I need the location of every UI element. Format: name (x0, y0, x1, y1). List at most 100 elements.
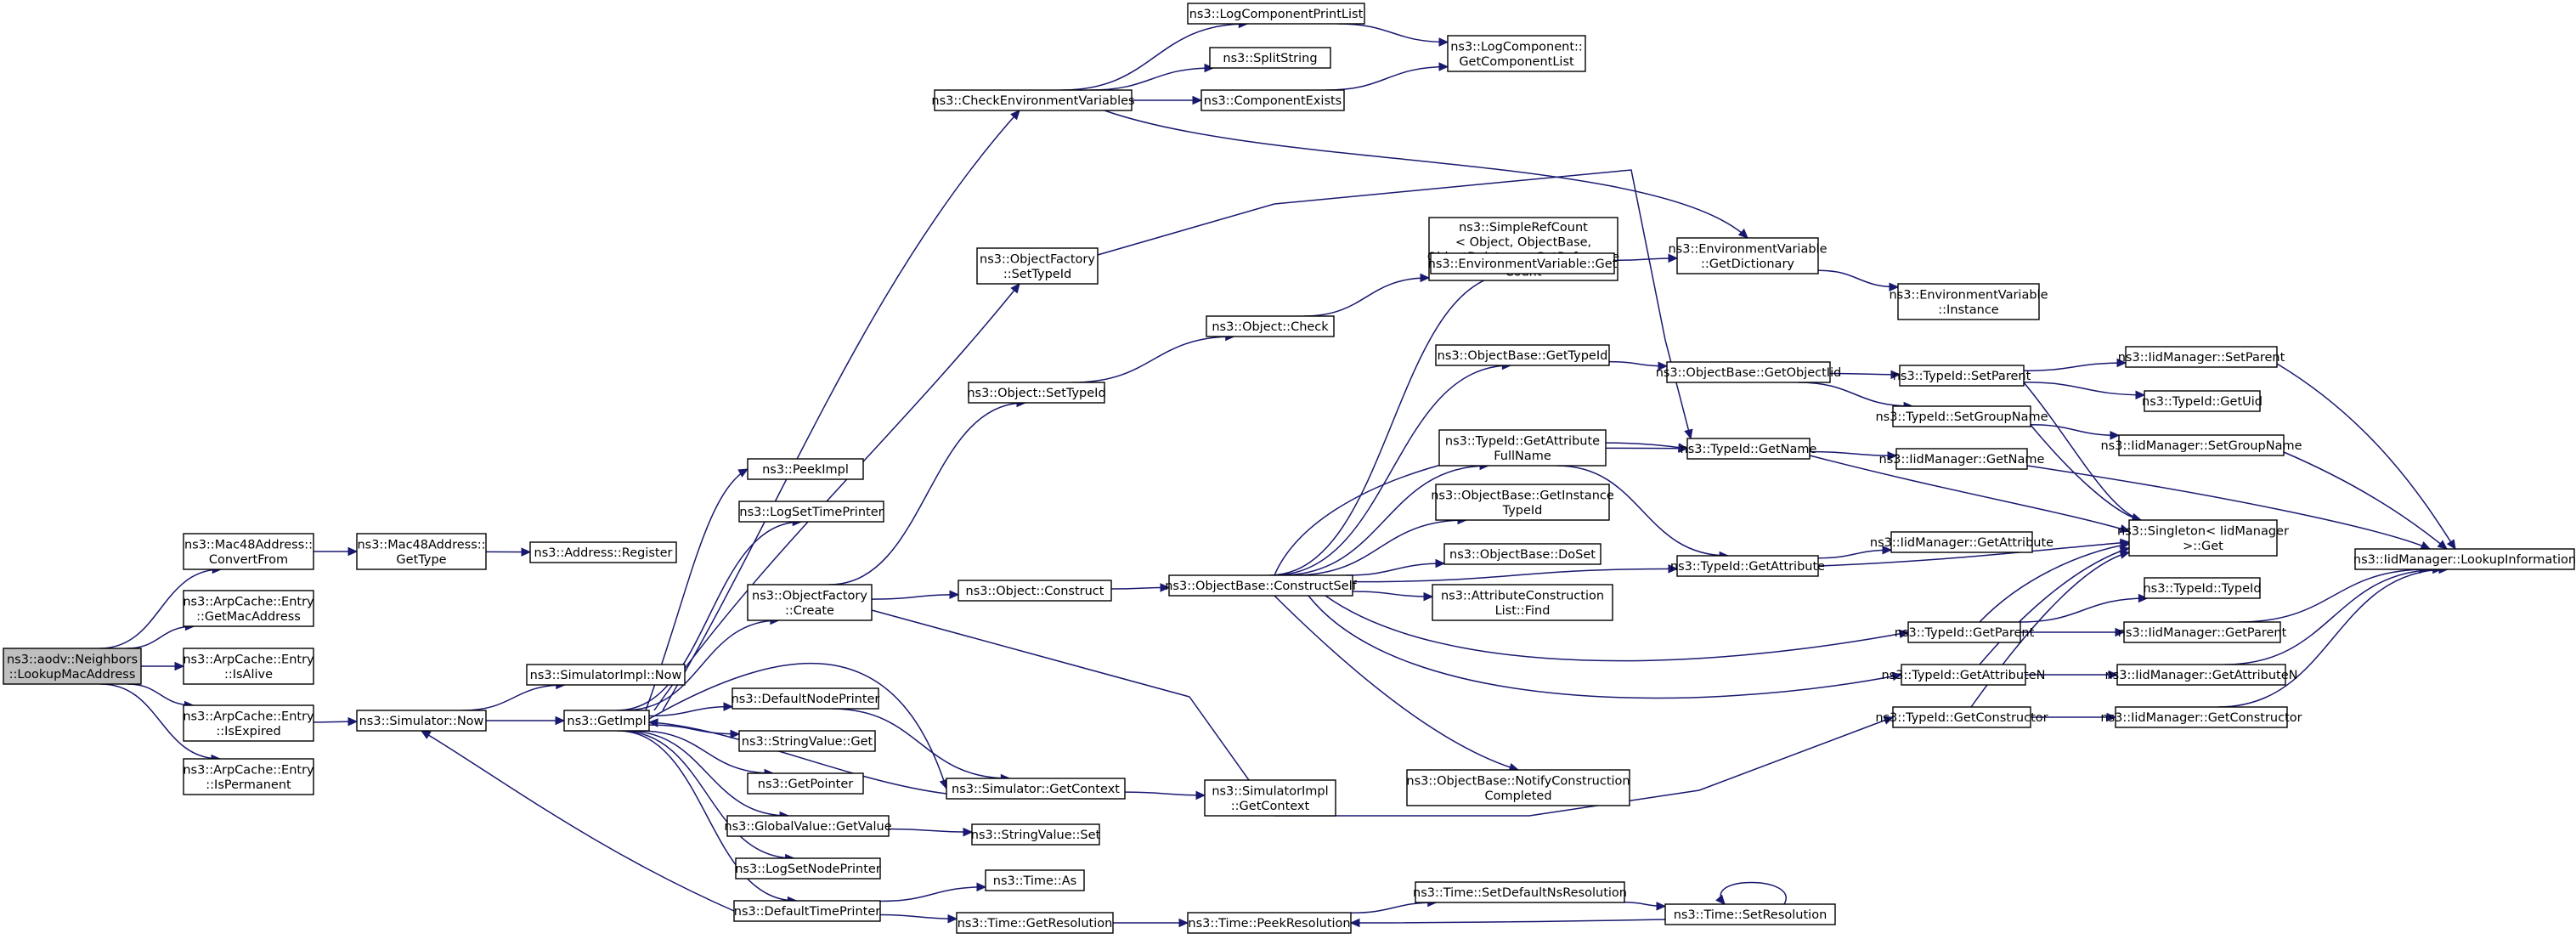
node-box[interactable] (1432, 584, 1613, 621)
node-box[interactable] (1435, 484, 1610, 521)
node-box[interactable] (2116, 664, 2286, 686)
node-logsettimeprinter[interactable]: ns3::LogSetTimePrinter (738, 501, 884, 523)
node-typeid_getname[interactable]: ns3::TypeId::GetName (1681, 438, 1817, 460)
node-box[interactable] (971, 823, 1100, 846)
node-box[interactable] (526, 664, 686, 686)
node-iidmgr_setgroupname[interactable]: ns3::IidManager::SetGroupName (2100, 434, 2302, 456)
node-box[interactable] (1892, 405, 2031, 427)
node-box[interactable] (976, 247, 1099, 285)
node-box[interactable] (183, 704, 314, 742)
node-box[interactable] (1899, 365, 2025, 387)
node-box[interactable] (1447, 35, 1586, 72)
node-splitstring[interactable]: ns3::SplitString (1209, 47, 1331, 69)
node-envvar_instance[interactable]: ns3::EnvironmentVariable::Instance (1889, 283, 2048, 320)
node-typeid_getconstructor[interactable]: ns3::TypeId::GetConstructor (1875, 706, 2048, 728)
node-box[interactable] (747, 458, 864, 480)
node-box[interactable] (1438, 429, 1607, 467)
node-objbase_getobjectiid[interactable]: ns3::ObjectBase::GetObjectIid (1656, 361, 1842, 383)
node-time_as[interactable]: ns3::Time::As (985, 869, 1085, 891)
node-typeid_typeid[interactable]: ns3::TypeId::TypeId (2143, 577, 2262, 599)
node-stringvalue_set[interactable]: ns3::StringValue::Set (971, 823, 1101, 846)
node-box[interactable] (732, 687, 879, 710)
node-box[interactable] (946, 778, 1126, 800)
node-time_getresolution[interactable]: ns3::Time::GetResolution (956, 912, 1114, 934)
node-objbase_notify[interactable]: ns3::ObjectBase::NotifyConstructionCompl… (1406, 769, 1630, 806)
node-box[interactable] (1664, 903, 1836, 925)
node-box[interactable] (2128, 519, 2278, 557)
node-getimpl[interactable]: ns3::GetImpl (563, 710, 650, 732)
node-iidmgr_setparent[interactable]: ns3::IidManager::SetParent (2118, 346, 2285, 368)
node-time_peekresolution[interactable]: ns3::Time::PeekResolution (1187, 912, 1352, 934)
node-box[interactable] (735, 857, 881, 880)
node-object_settypeid[interactable]: ns3::Object::SetTypeId (967, 382, 1106, 404)
node-box[interactable] (3, 648, 142, 685)
node-box[interactable] (2115, 706, 2288, 728)
node-typeid_getuid[interactable]: ns3::TypeId::GetUid (2142, 390, 2262, 412)
node-box[interactable] (1686, 438, 1811, 460)
node-box[interactable] (183, 648, 314, 685)
node-box[interactable] (1890, 531, 2033, 553)
node-objbase_gettypeid[interactable]: ns3::ObjectBase::GetTypeId (1435, 344, 1610, 366)
node-getpointer[interactable]: ns3::GetPointer (747, 772, 864, 795)
node-box[interactable] (934, 89, 1133, 111)
node-arp_ispermanent[interactable]: ns3::ArpCache::Entry::IsPermanent (183, 758, 314, 795)
node-box[interactable] (1200, 89, 1345, 111)
node-box[interactable] (183, 590, 314, 627)
node-box[interactable] (958, 580, 1112, 602)
node-box[interactable] (1168, 574, 1353, 597)
node-simimpl_now[interactable]: ns3::SimulatorImpl::Now (526, 664, 686, 686)
node-box[interactable] (2144, 577, 2261, 599)
node-singleton_get[interactable]: ns3::Singleton< IidManager>::Get (2117, 519, 2289, 557)
node-box[interactable] (1430, 252, 1615, 274)
node-typeid_setparent[interactable]: ns3::TypeId::SetParent (1893, 365, 2031, 387)
node-stringvalue_get[interactable]: ns3::StringValue::Get (738, 730, 876, 752)
node-iidmgr_getattributen[interactable]: ns3::IidManager::GetAttributeN (2104, 664, 2298, 686)
node-box[interactable] (356, 710, 487, 732)
node-objfactory_create[interactable]: ns3::ObjectFactory::Create (747, 584, 873, 621)
node-box[interactable] (1187, 3, 1365, 25)
node-peekimpl[interactable]: ns3::PeekImpl (747, 458, 864, 480)
node-simimpl_getcontext[interactable]: ns3::SimulatorImpl::GetContext (1204, 779, 1336, 817)
node-iidmgr_getconstructor[interactable]: ns3::IidManager::GetConstructor (2100, 706, 2302, 728)
node-componentexists[interactable]: ns3::ComponentExists (1200, 89, 1345, 111)
node-typeid_getattributen[interactable]: ns3::TypeId::GetAttributeN (1881, 664, 2046, 686)
node-simulator_getcontext[interactable]: ns3::Simulator::GetContext (946, 778, 1126, 800)
node-defaultnodeprinter[interactable]: ns3::DefaultNodePrinter (732, 687, 880, 710)
node-iidmgr_lookupinfo[interactable]: ns3::IidManager::LookupInformation (2353, 548, 2576, 570)
node-logcomponent_getlist[interactable]: ns3::LogComponent::GetComponentList (1447, 35, 1586, 72)
node-box[interactable] (529, 541, 677, 563)
node-box[interactable] (956, 912, 1114, 934)
node-box[interactable] (2125, 346, 2278, 368)
node-box[interactable] (1406, 769, 1630, 806)
node-defaulttimeprinter[interactable]: ns3::DefaultTimePrinter (733, 900, 881, 922)
node-box[interactable] (1901, 664, 2026, 686)
node-iidmgr_getattribute[interactable]: ns3::IidManager::GetAttribute (1870, 531, 2053, 553)
node-box[interactable] (985, 869, 1085, 891)
node-box[interactable] (747, 584, 873, 621)
node-box[interactable] (183, 533, 314, 570)
node-box[interactable] (1443, 543, 1602, 565)
node-box[interactable] (2123, 621, 2281, 643)
node-box[interactable] (733, 900, 881, 922)
node-time_setresolution[interactable]: ns3::Time::SetResolution (1664, 903, 1836, 925)
node-object_check[interactable]: ns3::Object::Check (1206, 315, 1335, 337)
node-box[interactable] (738, 501, 884, 523)
node-box[interactable] (1415, 881, 1625, 903)
node-typeid_getparent[interactable]: ns3::TypeId::GetParent (1895, 621, 2035, 643)
node-typeid_getattribute[interactable]: ns3::TypeId::GetAttribute (1670, 555, 1825, 577)
node-box[interactable] (1676, 555, 1819, 577)
node-box[interactable] (1666, 361, 1831, 383)
node-arp_getmac[interactable]: ns3::ArpCache::Entry::GetMacAddress (183, 590, 314, 627)
node-box[interactable] (1892, 706, 2031, 728)
node-root[interactable]: ns3::aodv::Neighbors::LookupMacAddress (3, 648, 142, 685)
node-box[interactable] (183, 758, 314, 795)
node-mac48_gettype[interactable]: ns3::Mac48Address::GetType (356, 533, 487, 570)
node-box[interactable] (1204, 779, 1336, 817)
node-arp_isalive[interactable]: ns3::ArpCache::Entry::IsAlive (183, 648, 314, 685)
node-objbase_constructself[interactable]: ns3::ObjectBase::ConstructSelf (1165, 574, 1358, 597)
node-objfactory_settypeid[interactable]: ns3::ObjectFactory::SetTypeId (976, 247, 1099, 285)
node-logsetnodeprinter[interactable]: ns3::LogSetNodePrinter (735, 857, 881, 880)
node-envvar_getdictionary[interactable]: ns3::EnvironmentVariable::GetDictionary (1668, 237, 1827, 274)
node-arp_isexpired[interactable]: ns3::ArpCache::Entry::IsExpired (183, 704, 314, 742)
node-object_construct[interactable]: ns3::Object::Construct (958, 580, 1112, 602)
